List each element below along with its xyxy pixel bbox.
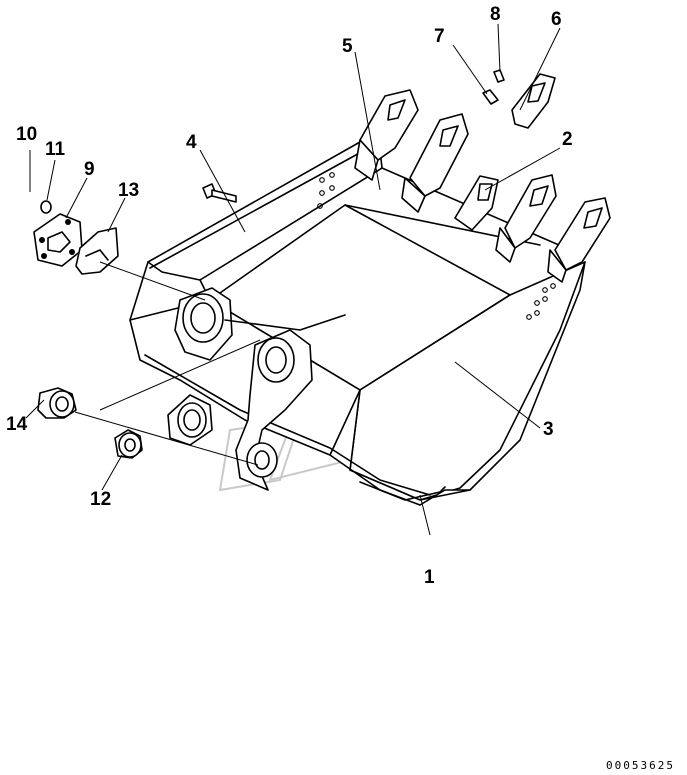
- callout-1: 1: [424, 567, 435, 588]
- callout-labels: 1 2 3 4 5 6 7 8 9 10 11 12 13 14: [6, 4, 573, 588]
- callout-5: 5: [342, 36, 353, 57]
- collar-bushing: [114, 429, 143, 459]
- callout-8: 8: [490, 4, 501, 25]
- washer: [40, 200, 52, 214]
- callout-3: 3: [543, 419, 554, 440]
- bolt: [202, 183, 237, 203]
- exploded-hardware: [33, 183, 261, 466]
- tooth-3-exploded: [454, 73, 556, 231]
- callout-4: 4: [186, 132, 197, 153]
- left-plate-bolt-holes: [317, 172, 335, 209]
- tooth-1: [354, 89, 419, 181]
- callout-11: 11: [45, 139, 66, 160]
- callout-6: 6: [551, 9, 562, 30]
- callout-9: 9: [84, 159, 95, 180]
- bucket-teeth: [354, 69, 611, 283]
- right-plate-bolt-holes: [526, 283, 556, 320]
- retainer-plate: [33, 213, 83, 267]
- tooth-4: [495, 174, 557, 263]
- pin-bosses: [167, 287, 346, 491]
- shim: [75, 227, 119, 275]
- tooth-5: [547, 197, 611, 283]
- callout-2: 2: [562, 129, 573, 150]
- part-code: 00053625: [606, 759, 675, 772]
- callout-13: 13: [118, 180, 139, 201]
- tooth-2: [401, 113, 469, 213]
- callout-14: 14: [6, 414, 28, 435]
- callout-7: 7: [434, 26, 445, 47]
- bushing: [37, 387, 77, 419]
- callout-10: 10: [16, 124, 37, 145]
- pin-and-lock: [482, 69, 505, 105]
- leader-lines: [25, 23, 561, 536]
- callout-12: 12: [90, 489, 111, 510]
